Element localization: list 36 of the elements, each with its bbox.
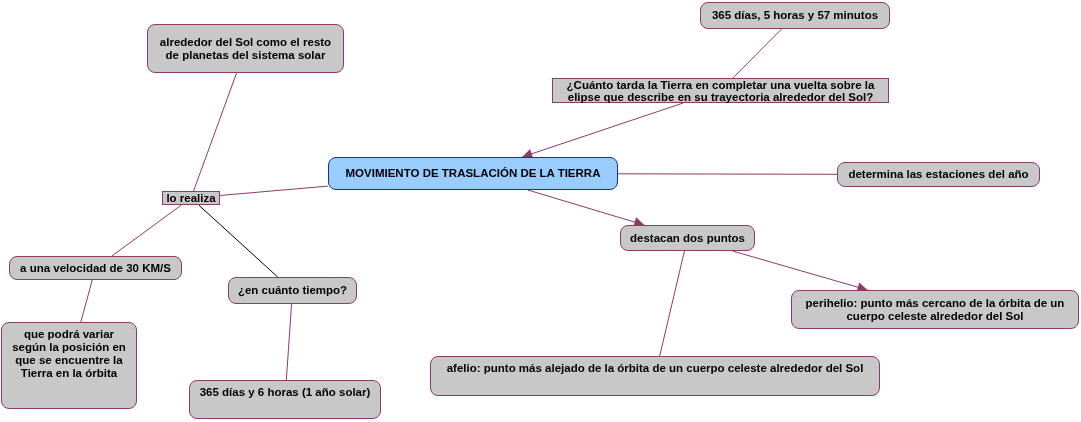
connector-line <box>285 303 293 381</box>
arrow <box>521 102 684 159</box>
connector-line <box>659 250 685 357</box>
concept-box <box>147 24 344 73</box>
connector-line <box>219 185 329 196</box>
concept-box <box>9 256 182 280</box>
node-text: ¿Cuánto tarda la Tierra en completar una vuelta sobre la elipse que describe en su trayectoria alrededor del Sol? <box>565 78 876 103</box>
concept-box <box>620 225 755 251</box>
node-text: alrededor del Sol como el resto de planetas del sistema solar <box>158 35 333 62</box>
topic-box <box>328 157 618 190</box>
concept-box <box>837 162 1040 187</box>
concept-box <box>430 356 880 396</box>
arrow <box>527 189 645 227</box>
node-text: MOVIMIENTO DE TRASLACIÓN DE LA TIERRA <box>345 167 601 180</box>
node-text: determina las estaciones del año <box>848 168 1029 181</box>
connector-line <box>617 173 838 175</box>
node-text: perihelio: punto más cercano de la órbita de un cuerpo celeste alrededor del Sol <box>804 296 1066 323</box>
node-text: ¿en cuánto tiempo? <box>237 284 348 297</box>
node-text: 365 días y 6 horas (1 año solar) <box>199 386 371 399</box>
linking-phrase-box <box>162 191 220 205</box>
node-text: 365 días, 5 horas y 57 minutos <box>711 9 879 22</box>
concept-box <box>228 277 357 304</box>
node-text: a una velocidad de 30 KM/S <box>20 261 171 275</box>
connector-line <box>193 72 238 192</box>
connector-line <box>80 279 93 323</box>
node-text: destacan dos puntos <box>630 231 745 245</box>
connector-line <box>111 204 182 257</box>
node-text: afelio: punto más alejado de la órbita de un cuerpo celeste alrededor del Sol <box>446 362 864 375</box>
concept-box <box>1 322 137 409</box>
connector-line <box>198 204 279 278</box>
concept-box <box>791 290 1079 329</box>
concept-box <box>189 380 381 419</box>
concept-box <box>700 2 890 29</box>
node-text: lo realiza <box>166 192 216 204</box>
connector-line <box>732 28 783 79</box>
node-text: que podrá variar según la posición en que se encuentre la Tierra en la órbita <box>11 328 127 380</box>
